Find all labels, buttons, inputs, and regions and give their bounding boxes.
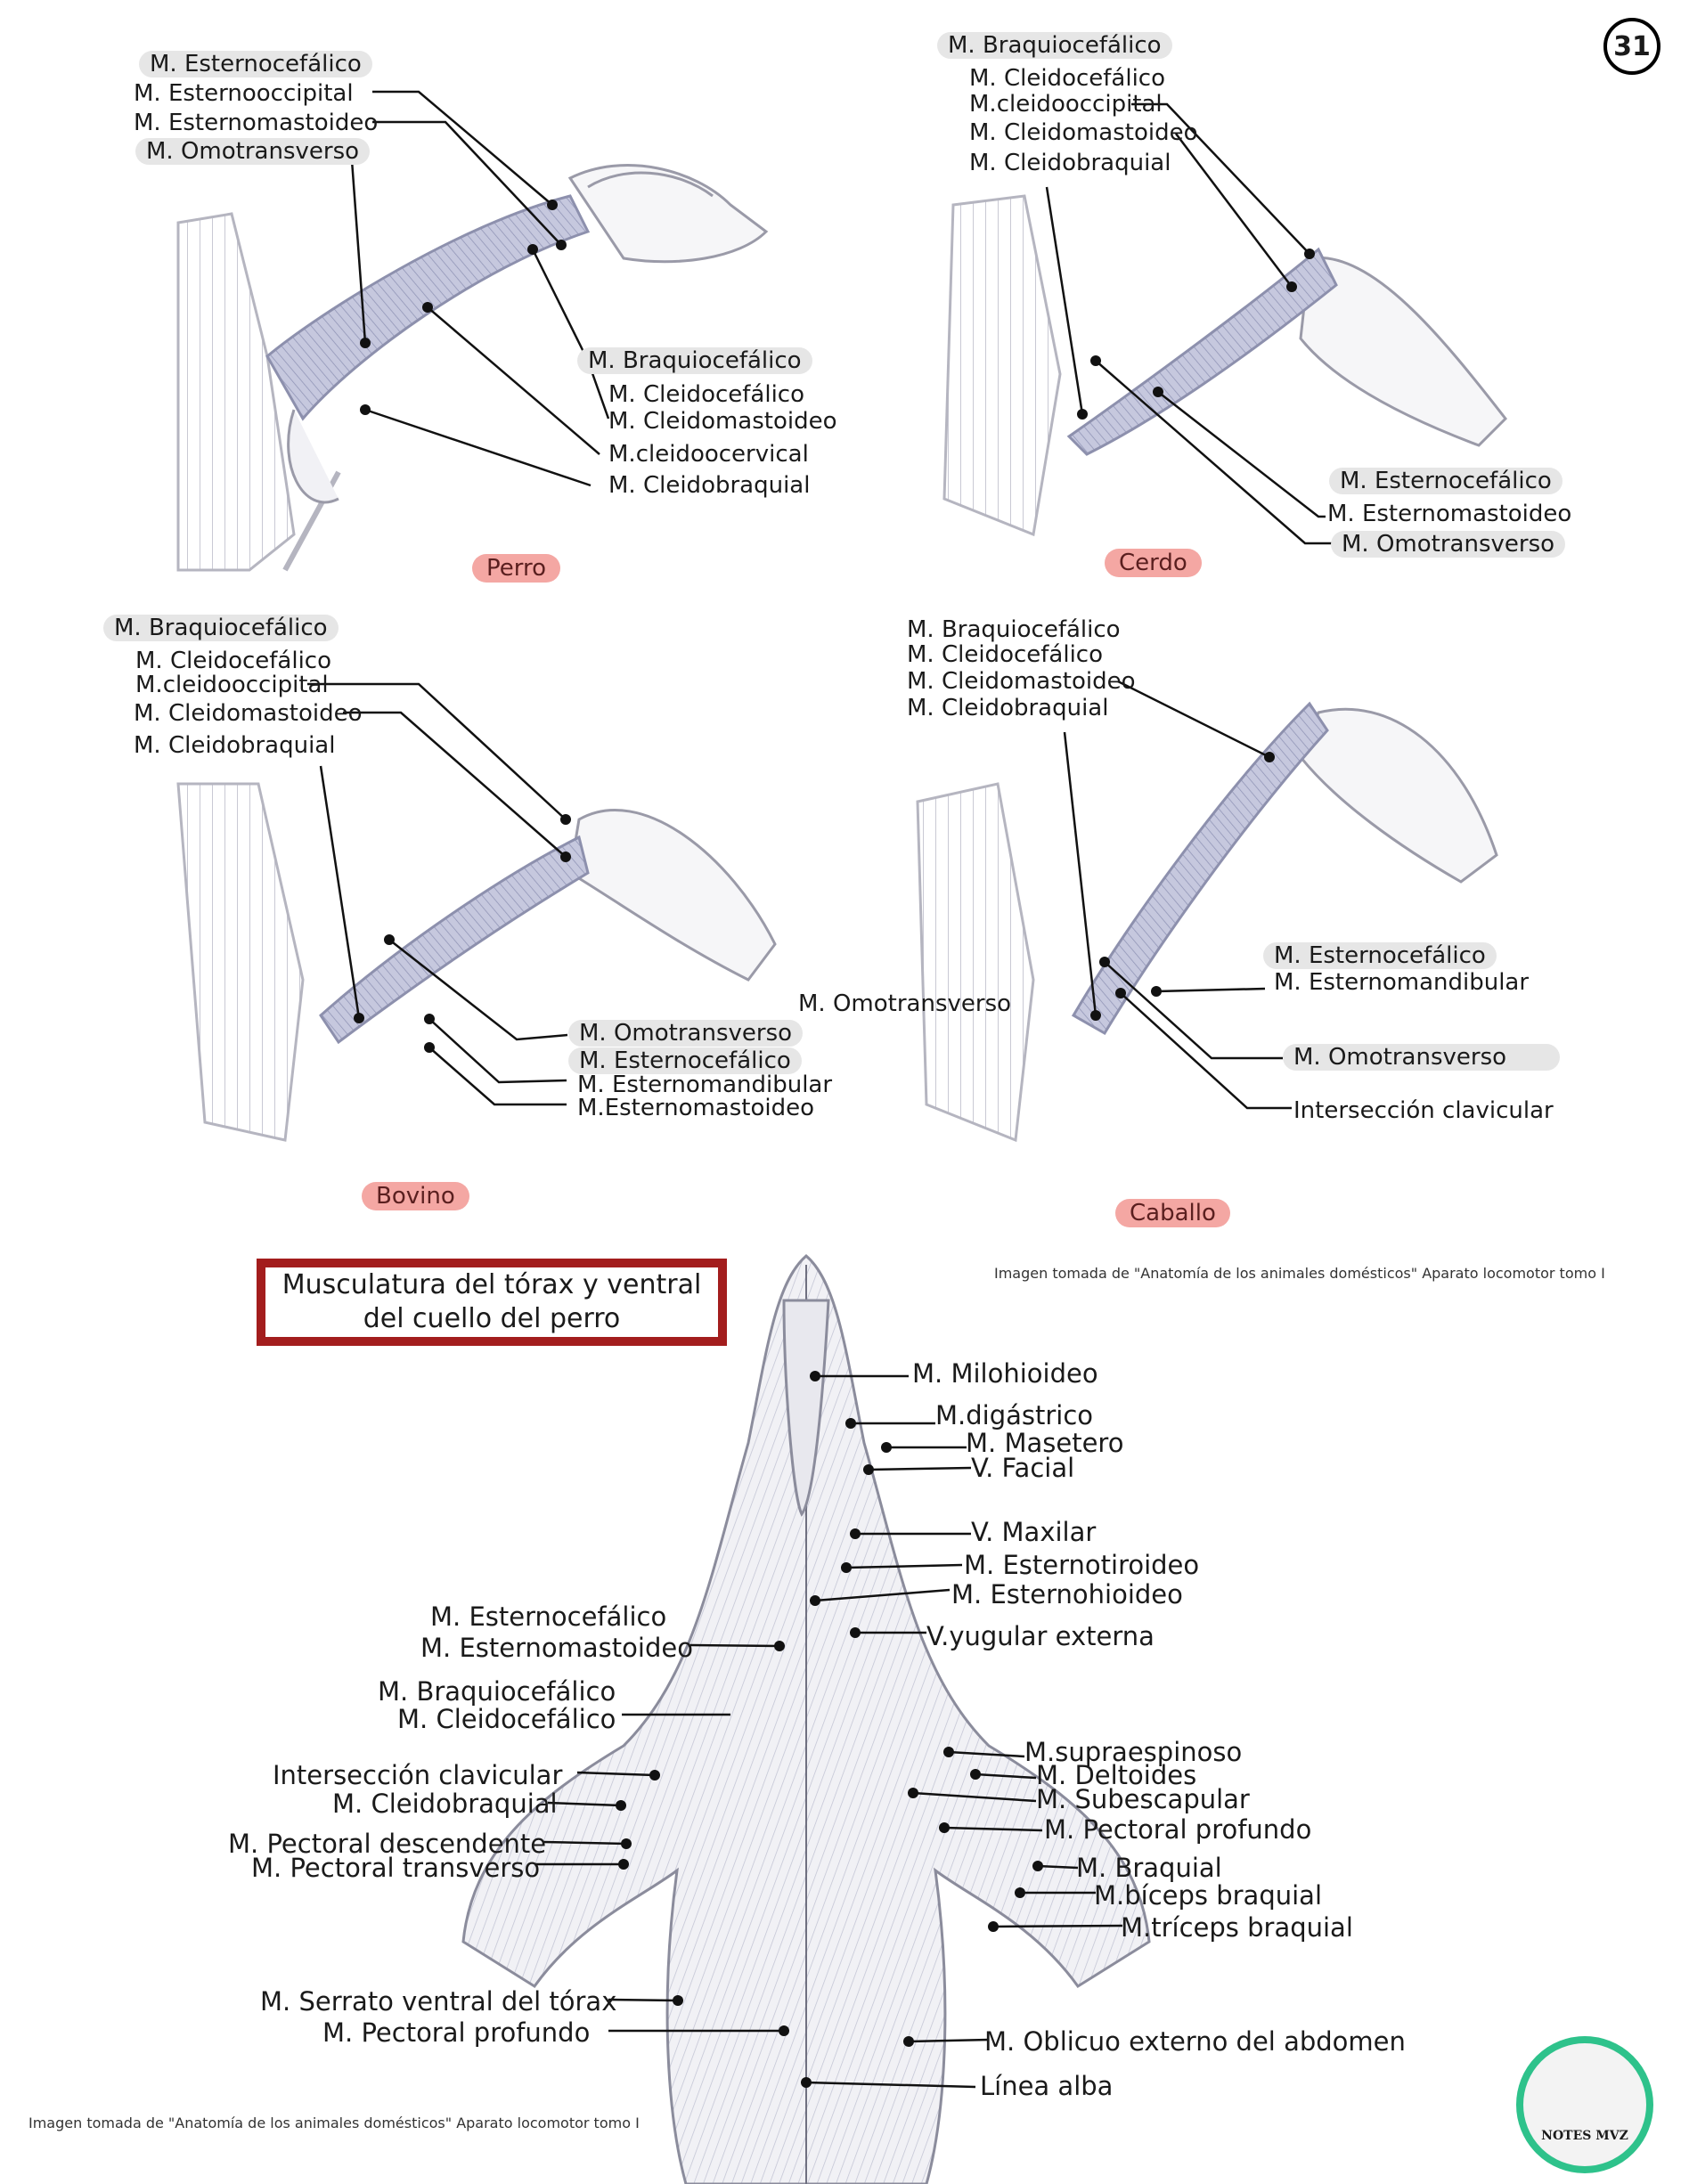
bovino-label-cleidomastoideo: M. Cleidomastoideo: [134, 700, 363, 727]
ventral-label-facial: V. Facial: [971, 1453, 1074, 1483]
perro-label-omotransverso: M. Omotransverso: [135, 138, 370, 165]
caballo-label-cleidobraquial: M. Cleidobraquial: [907, 695, 1108, 721]
species-badge-perro: Perro: [472, 554, 560, 583]
ventral-label-milohioideo: M. Milohioideo: [912, 1358, 1098, 1389]
ventral-label-yugular: V.yugular externa: [926, 1621, 1155, 1651]
caballo-label-omotransverso-left: M. Omotransverso: [798, 990, 1011, 1017]
bovino-label-cleidooccipital: M.cleidooccipital: [135, 672, 329, 698]
caballo-label-interseccion: Intersección clavicular: [1293, 1097, 1554, 1124]
bovino-label-cleidobraquial: M. Cleidobraquial: [134, 732, 335, 759]
ventral-label-triceps: M.tríceps braquial: [1121, 1912, 1353, 1943]
image-credit-bottom: Imagen tomada de "Anatomía de los animal…: [29, 2115, 640, 2131]
ventral-label-esternomastoideo: M. Esternomastoideo: [420, 1633, 693, 1663]
perro-label-cleidocefalico: M. Cleidocefálico: [608, 381, 804, 408]
logo-text: NOTES MVZ: [1541, 2129, 1628, 2143]
caballo-label-esternocefalico: M. Esternocefálico: [1263, 942, 1497, 969]
cerdo-label-omotransverso: M. Omotransverso: [1331, 531, 1565, 558]
perro-label-cleidobraquial: M. Cleidobraquial: [608, 472, 810, 499]
page-number: 31: [1603, 18, 1660, 75]
bovino-label-esternocefalico: M. Esternocefálico: [568, 1047, 802, 1074]
image-credit-top: Imagen tomada de "Anatomía de los animal…: [994, 1265, 1605, 1282]
ventral-label-subescapular: M. Subescapular: [1036, 1784, 1250, 1814]
perro-label-cleidomastoideo: M. Cleidomastoideo: [608, 408, 837, 435]
ventral-label-interseccion: Intersección clavicular: [273, 1760, 562, 1790]
caballo-illustration: [918, 704, 1497, 1140]
cerdo-label-braquiocefalico: M. Braquiocefálico: [937, 32, 1172, 59]
notes-mvz-logo: NOTES MVZ: [1516, 2036, 1653, 2173]
caballo-label-cleidocefalico: M. Cleidocefálico: [907, 641, 1103, 668]
perro-label-esternooccipital: M. Esternooccipital: [134, 80, 354, 107]
caballo-label-esternomandibular: M. Esternomandibular: [1274, 969, 1529, 996]
cerdo-label-esternomastoideo: M. Esternomastoideo: [1327, 501, 1571, 527]
bovino-label-omotransverso: M. Omotransverso: [568, 1020, 803, 1047]
caballo-label-omotransverso: M. Omotransverso: [1283, 1044, 1560, 1071]
ventral-label-braquiocefalico: M. Braquiocefálico: [378, 1676, 616, 1707]
ventral-label-esternocefalico: M. Esternocefálico: [430, 1601, 666, 1632]
ventral-label-esternotiroideo: M. Esternotiroideo: [964, 1550, 1199, 1580]
caballo-label-braquiocefalico: M. Braquiocefálico: [907, 616, 1121, 643]
perro-label-braquiocefalico: M. Braquiocefálico: [577, 347, 812, 374]
bovino-label-esternomastoideo: M.Esternomastoideo: [577, 1095, 814, 1121]
bovino-label-cleidocefalico: M. Cleidocefálico: [135, 648, 331, 674]
ventral-label-digastrico: M.digástrico: [935, 1400, 1093, 1430]
ventral-label-biceps: M.bíceps braquial: [1094, 1880, 1322, 1911]
ventral-label-maxilar: V. Maxilar: [971, 1517, 1096, 1547]
cerdo-label-cleidomastoideo: M. Cleidomastoideo: [969, 119, 1198, 146]
ventral-label-linea-alba: Línea alba: [980, 2071, 1113, 2101]
species-badge-caballo: Caballo: [1115, 1199, 1230, 1227]
cerdo-label-cleidobraquial: M. Cleidobraquial: [969, 150, 1171, 176]
cerdo-label-cleidooccipital: M.cleidooccipital: [969, 91, 1163, 118]
ventral-label-pectoral-transverso: M. Pectoral transverso: [251, 1853, 540, 1883]
perro-label-esternomastoideo: M. Esternomastoideo: [134, 110, 378, 136]
bovino-label-braquiocefalico: M. Braquiocefálico: [103, 615, 339, 641]
ventral-label-pectoral-profundo-right: M. Pectoral profundo: [1044, 1814, 1311, 1845]
ventral-label-esternohioideo: M. Esternohioideo: [951, 1579, 1183, 1609]
ventral-label-oblicuo: M. Oblicuo externo del abdomen: [984, 2026, 1406, 2057]
ventral-label-pectoral-profundo-left: M. Pectoral profundo: [322, 2017, 590, 2048]
ventral-label-braquial: M. Braquial: [1076, 1853, 1222, 1883]
ventral-section-title: Musculatura del tórax y ventral del cuel…: [257, 1259, 727, 1346]
perro-label-cleidocervical: M.cleidoocervical: [608, 441, 809, 468]
ventral-label-serrato: M. Serrato ventral del tórax: [260, 1986, 616, 2017]
cerdo-label-esternocefalico: M. Esternocefálico: [1329, 468, 1563, 494]
cerdo-label-cleidocefalico: M. Cleidocefálico: [969, 65, 1165, 92]
species-badge-cerdo: Cerdo: [1105, 549, 1202, 577]
caballo-label-cleidomastoideo: M. Cleidomastoideo: [907, 668, 1136, 695]
ventral-label-cleidobraquial: M. Cleidobraquial: [332, 1789, 558, 1819]
species-badge-bovino: Bovino: [362, 1182, 469, 1210]
ventral-label-cleidocefalico: M. Cleidocefálico: [397, 1704, 616, 1734]
perro-label-esternocefalico: M. Esternocefálico: [139, 51, 372, 77]
